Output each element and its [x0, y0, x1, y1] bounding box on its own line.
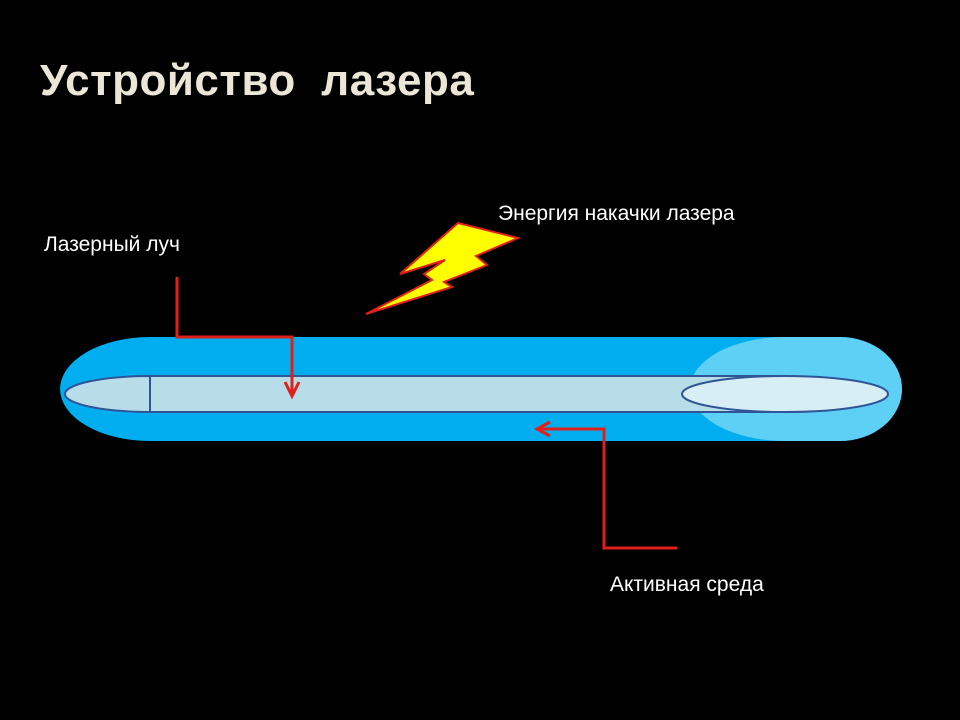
slide-title: Устройство лазера [40, 56, 475, 105]
laser-beam-arrowhead [283, 381, 301, 400]
laser-beam-label: Лазерный луч [44, 233, 180, 256]
lightning-bolt-icon [365, 221, 522, 315]
laser-beam-pointer [175, 277, 294, 395]
active-medium-label: Активная среда [610, 573, 764, 596]
active-medium-rod-left-end [64, 374, 151, 414]
active-medium-pointer [537, 427, 677, 550]
active-medium-rod [150, 376, 780, 412]
pump-energy-label: Энергия накачки лазера [498, 202, 735, 225]
output-mirror-ellipse [681, 375, 889, 413]
active-medium-arrowhead [533, 420, 551, 438]
